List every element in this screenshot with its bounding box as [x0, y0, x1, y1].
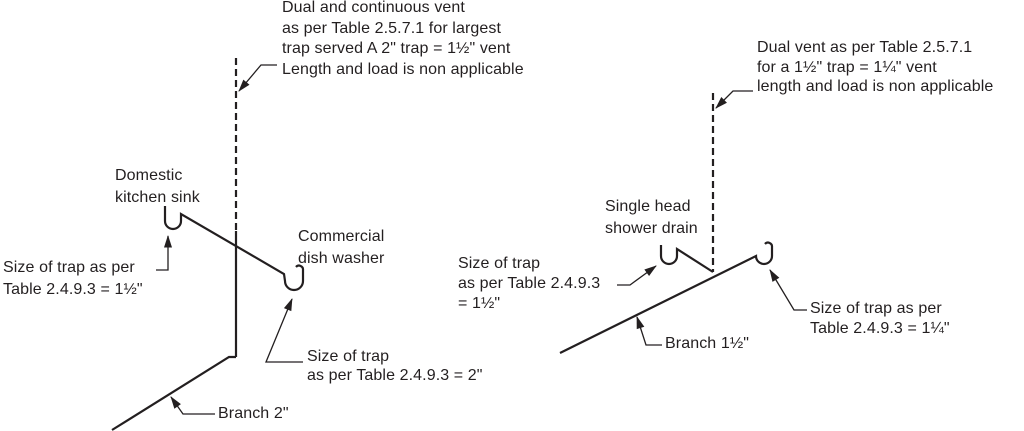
- right-vent-note: Dual vent as per Table 2.5.7.1 for a 1½"…: [757, 38, 993, 97]
- dishwasher-label-line: Commercial: [298, 228, 385, 245]
- sink-label: Domestic kitchen sink: [115, 165, 200, 208]
- right-vent-note-line: for a 1½" trap = 1¼" vent: [757, 58, 937, 76]
- end-trap-note-line: Size of trap as per: [810, 300, 942, 317]
- left-vent-note-line: Length and load is non applicable: [282, 60, 524, 78]
- leader-arrow-left-vent-note: [238, 64, 277, 92]
- left-vent-note-line: as per Table 2.5.7.1 for largest: [282, 19, 502, 37]
- left-vent-note: Dual and continuous vent as per Table 2.…: [282, 0, 524, 80]
- shower-trap-note-line: Size of trap: [458, 255, 541, 272]
- dishwasher-trap-note-line: Size of trap: [307, 348, 390, 365]
- left-traps-drain-line: [163, 206, 305, 292]
- dishwasher-trap-note: Size of trap as per Table 2.4.9.3 = 2": [307, 348, 483, 385]
- end-trap-note: Size of trap as per Table 2.4.9.3 = 1¼": [810, 299, 950, 339]
- right-vent-note-line: Dual vent as per Table 2.5.7.1: [757, 39, 973, 56]
- leader-arrow-end-trap-note: [769, 269, 807, 311]
- shower-trap-line: [659, 245, 714, 273]
- shower-label-line: Single head: [605, 198, 691, 215]
- dishwasher-label: Commercial dish washer: [298, 226, 384, 269]
- end-trap-note-line: Table 2.4.9.3 = 1¼": [810, 320, 950, 337]
- left-branch-line: [111, 355, 236, 431]
- sink-trap-note-line: Size of trap as per: [3, 259, 135, 276]
- sink-label-line: kitchen sink: [115, 188, 200, 206]
- dishwasher-trap-note-line: as per Table 2.4.9.3 = 2": [307, 366, 483, 384]
- leader-arrow-dishwasher-trap-note: [265, 298, 303, 363]
- right-branch-and-end-trap-line: [559, 241, 774, 354]
- left-branch-label: Branch 2": [218, 405, 289, 422]
- shower-label: Single head shower drain: [605, 196, 698, 239]
- sink-trap-note-line: Table 2.4.9.3 = 1½": [3, 280, 143, 298]
- leader-arrow-right-branch-label: [636, 316, 662, 346]
- leader-arrow-left-branch-label: [170, 396, 215, 415]
- left-vent-note-line: trap served A 2" trap = 1½" vent: [282, 40, 511, 57]
- shower-trap-note: Size of trap as per Table 2.4.9.3 = 1½": [458, 254, 600, 314]
- sink-trap-note: Size of trap as per Table 2.4.9.3 = 1½": [3, 257, 143, 300]
- leader-arrow-right-vent-note: [715, 90, 753, 109]
- shower-label-line: shower drain: [605, 219, 698, 237]
- right-branch-label: Branch 1½": [665, 335, 750, 352]
- left-vent-note-line: Dual and continuous vent: [282, 0, 465, 16]
- shower-trap-note-line: = 1½": [458, 295, 501, 312]
- dishwasher-label-line: dish washer: [298, 249, 385, 267]
- leader-arrow-shower-trap-note: [617, 265, 657, 286]
- right-vent-note-line: length and load is non applicable: [757, 78, 994, 95]
- sink-label-line: Domestic: [115, 167, 183, 184]
- shower-trap-note-line: as per Table 2.4.9.3: [458, 275, 601, 292]
- leader-arrow-sink-trap-note: [156, 235, 172, 271]
